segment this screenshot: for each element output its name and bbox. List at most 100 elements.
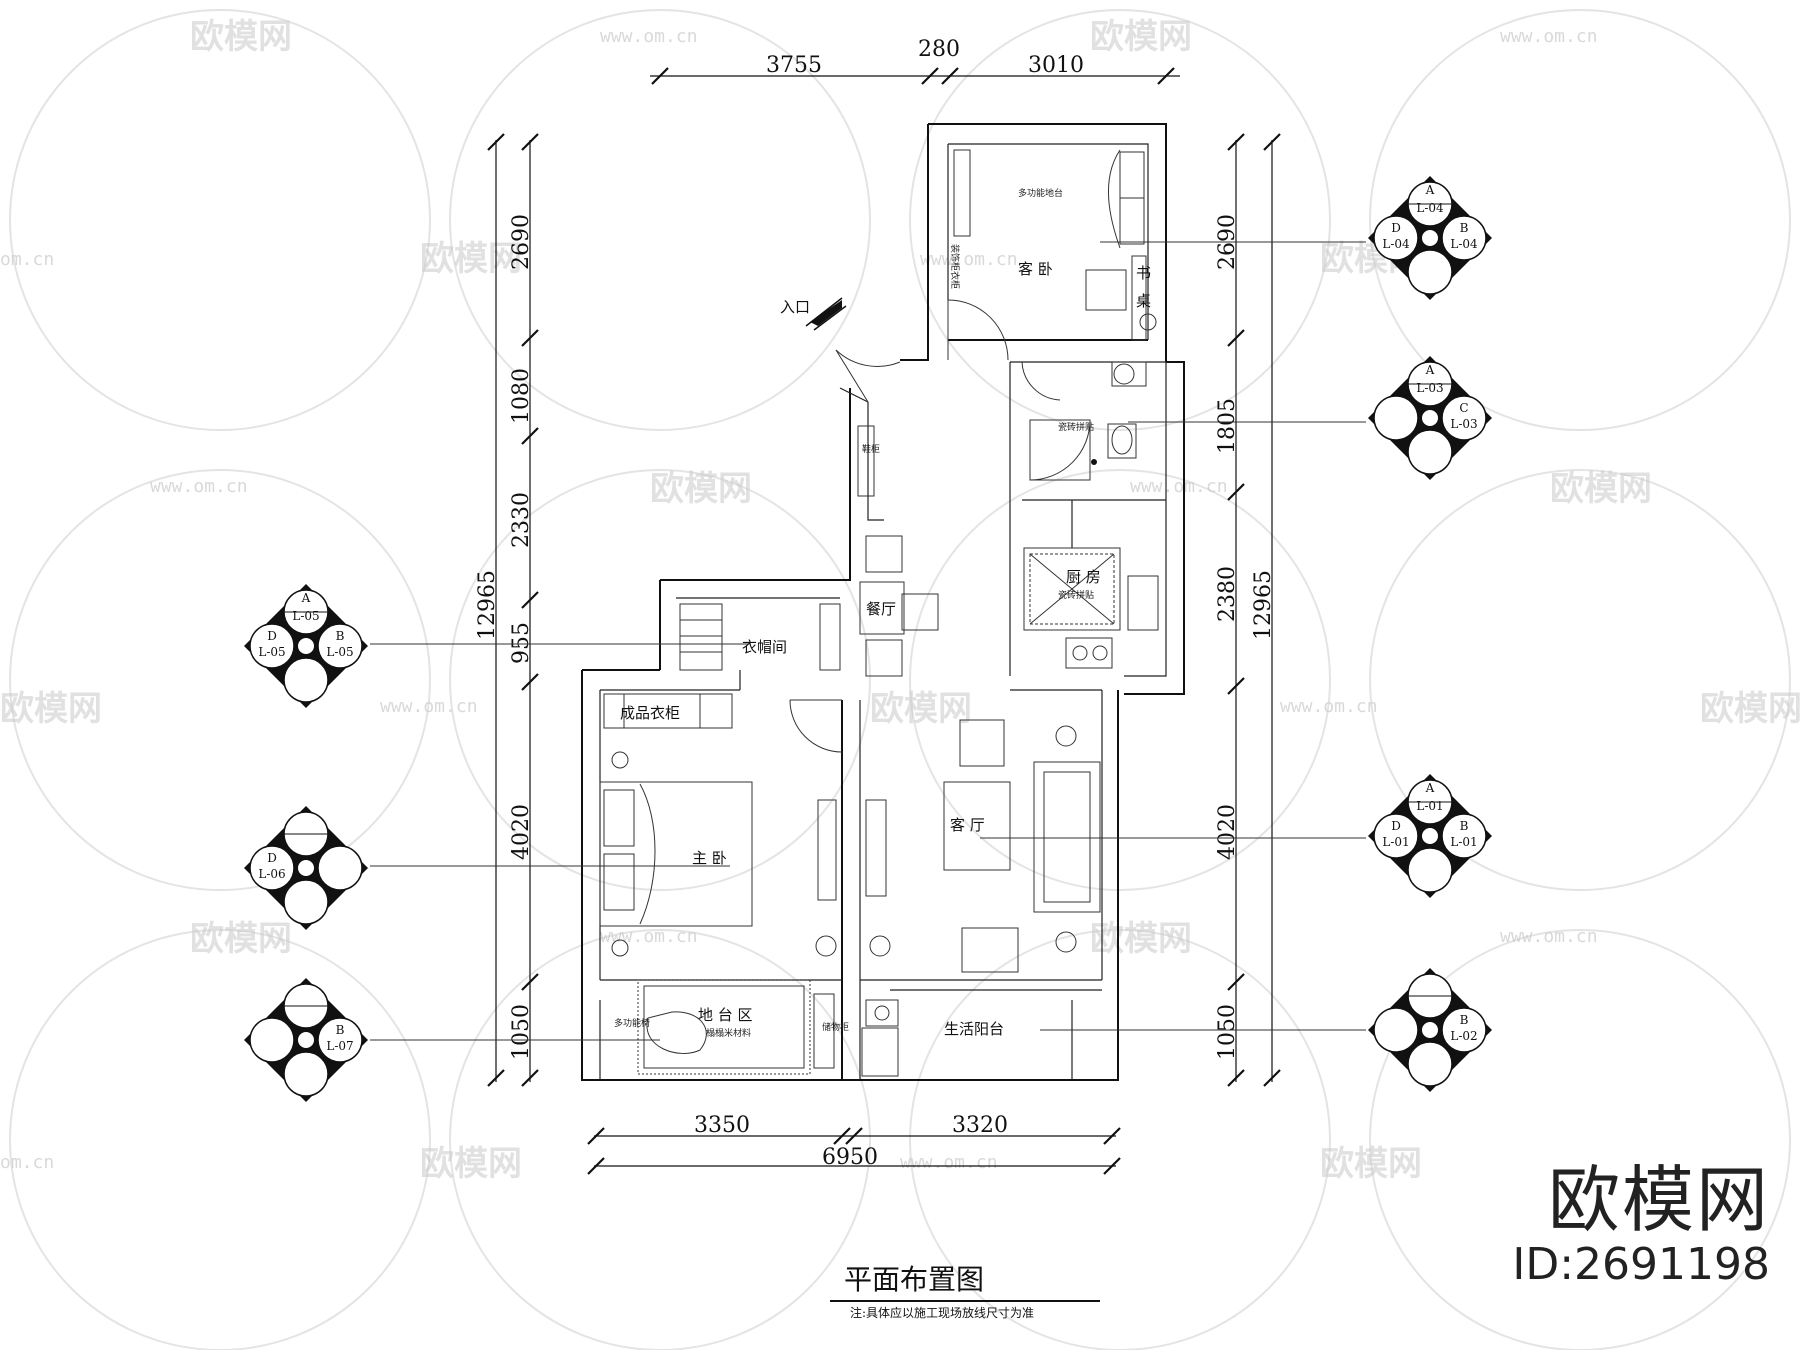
room-labels: 多功能地台 客 卧 书 桌 装饰柜衣柜 瓷砖拼贴 鞋柜 厨 房 瓷砖拼贴 餐厅 …: [614, 187, 1151, 1039]
tv-cabinet: [817, 799, 837, 901]
marker-circle: [1407, 429, 1453, 475]
entrance-label: 入口: [780, 298, 810, 316]
pillow: [603, 853, 635, 911]
master-bed: [599, 781, 753, 927]
room-label: 瓷砖拼贴: [1058, 421, 1094, 433]
marker-tag: L-03: [1416, 381, 1443, 395]
furniture: [599, 149, 1159, 1077]
marker-circle: [249, 623, 295, 669]
wardrobe-side: [953, 149, 971, 237]
marker-tag: L-03: [1450, 417, 1477, 431]
brand-block: 欧模网 ID:2691198: [1510, 1160, 1770, 1290]
marker-tag: L-05: [326, 645, 353, 659]
marker-tag: L-01: [1416, 799, 1443, 813]
entry-door-swing: [835, 349, 901, 367]
marker-tag: B: [1460, 819, 1469, 833]
brand-name: 欧模网: [1547, 1158, 1770, 1242]
marker-center: [1422, 1022, 1438, 1038]
watermark-url: www.om.cn: [920, 249, 1018, 270]
door-swing: [789, 699, 843, 753]
marker-tag: B: [1460, 221, 1469, 235]
marker-circle: [283, 879, 329, 925]
marker-tag: L-05: [292, 609, 319, 623]
marker-tag: A: [1425, 183, 1435, 197]
dim-left-5: 4020: [509, 804, 534, 860]
watermark-logo: 欧模网: [0, 689, 102, 729]
nightstand-lamp: [611, 939, 629, 957]
nightstand-lamp: [611, 751, 629, 769]
marker-circle: [283, 1051, 329, 1097]
dim-top-1: 3755: [766, 53, 822, 78]
watermark-url: www.om.cn: [600, 26, 698, 47]
marker-tag: D: [1391, 819, 1401, 833]
storage-cabinet: [813, 993, 835, 1069]
marker-circle: [1373, 215, 1419, 261]
room-label: 衣帽间: [742, 638, 787, 656]
watermark-logo: 欧模网: [870, 689, 972, 729]
marker-circle: [317, 1017, 363, 1063]
laundry-basin: [865, 999, 899, 1027]
marker-tag: L-02: [1450, 1029, 1477, 1043]
marker-circle: [1441, 813, 1487, 859]
doors: [789, 299, 1061, 753]
marker-circle: [249, 1017, 295, 1063]
marker-tag: A: [1425, 363, 1435, 377]
marker-tag: D: [267, 629, 277, 643]
stove: [1065, 637, 1113, 669]
room-label: 装饰柜衣柜: [949, 244, 961, 289]
marker-circle: [249, 845, 295, 891]
dim-bottom-1: 3350: [694, 1113, 750, 1138]
shoe-cabinet: [857, 425, 875, 497]
dim-bottom-total: 6950: [822, 1145, 878, 1170]
marker-circle: [1441, 1007, 1487, 1053]
dim-right-4: 4020: [1215, 804, 1240, 860]
room-label: 地 台 区: [698, 1006, 753, 1024]
watermark-url: om.cn: [0, 1152, 54, 1173]
marker-tag: L-07: [326, 1039, 353, 1053]
marker-circle: [1441, 395, 1487, 441]
watermark-url: www.om.cn: [150, 476, 248, 497]
sofa: [1033, 761, 1101, 913]
dim-left-total: 12965: [475, 570, 500, 640]
marker-tag: L-05: [258, 645, 285, 659]
watermark-url: www.om.cn: [380, 696, 478, 717]
leader-lines: [370, 241, 1366, 1041]
watermark-url: www.om.cn: [1500, 926, 1598, 947]
marker-center: [298, 1032, 314, 1048]
dining-chair: [865, 639, 903, 677]
desk-chair: [1085, 269, 1127, 311]
marker-tag: L-06: [258, 867, 285, 881]
watermark-logo: 欧模网: [420, 239, 522, 279]
watermark-url: www.om.cn: [900, 1152, 998, 1173]
marker-center: [298, 638, 314, 654]
marker-tag: A: [1425, 781, 1435, 795]
room-label: 客 卧: [1018, 260, 1053, 278]
room-label: 鞋柜: [862, 443, 880, 455]
marker-center: [1422, 410, 1438, 426]
watermark-url: www.om.cn: [1500, 26, 1598, 47]
marker-tag: L-01: [1382, 835, 1409, 849]
watermark-logo: 欧模网: [650, 469, 752, 509]
watermark-logo: 欧模网: [420, 1144, 522, 1184]
watermark-logo: 欧模网: [1550, 469, 1652, 509]
room-label: 瓷砖拼贴: [1058, 589, 1094, 601]
dining-table: [859, 581, 905, 635]
dining-chair: [901, 593, 939, 631]
marker-tag: A: [301, 591, 311, 605]
drawing-title: 平面布置图: [844, 1263, 985, 1296]
watermark-logo: 欧模网: [190, 17, 292, 57]
room-label: 生活阳台: [944, 1020, 1004, 1038]
entrance-marker: 入口: [780, 297, 847, 331]
dim-right-2: 1805: [1215, 398, 1240, 454]
marker-circle: [317, 623, 363, 669]
marker-tag: B: [336, 1023, 345, 1037]
room-label: 客 厅: [950, 816, 985, 834]
marker-tag: L-04: [1382, 237, 1410, 251]
dim-bottom-2: 3320: [952, 1113, 1008, 1138]
marker-circle: [1407, 847, 1453, 893]
marker-tag: D: [267, 851, 277, 865]
